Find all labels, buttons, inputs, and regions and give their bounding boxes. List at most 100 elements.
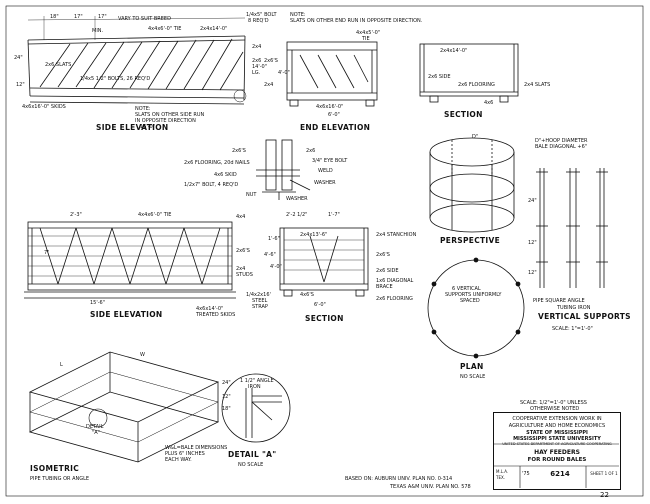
- perspective-view: [429, 137, 515, 233]
- dim-24: 24": [14, 55, 23, 61]
- scale-note: SCALE: 1/2"=1'-0" UNLESS: [520, 400, 587, 406]
- top-note-label: NOTE:: [290, 12, 306, 18]
- s2-tie: 4x4x6'-0" TIE: [138, 212, 172, 218]
- sec2-stanchion: 2x4 STANCHION: [376, 232, 417, 238]
- conn-washer-2: WASHER: [286, 196, 308, 202]
- iso-w: W: [140, 352, 145, 358]
- sec2-dim-1-7: 1'-7": [328, 212, 340, 218]
- end-2x6s: 2x6'S: [264, 58, 278, 64]
- top-rail-label: 2x4x14'-0": [200, 26, 228, 32]
- end-elevation-view: [286, 41, 378, 107]
- s2-steel: 1/4x2x16': [246, 292, 271, 298]
- conn-2x6s: 2x6'S: [232, 148, 246, 154]
- end-width: 6'-0": [328, 112, 340, 118]
- length-16: 16'-0": [140, 124, 156, 130]
- min-label: MIN.: [92, 28, 104, 34]
- section-2-title: SECTION: [305, 314, 344, 323]
- sec2-dim-2-2: 2'-2 1/2": [286, 212, 308, 218]
- end-skid: 4x6x16'-0": [316, 104, 344, 110]
- vertical-supports-view: [536, 168, 608, 288]
- s2-skids: 4x6x14'-0": [196, 306, 224, 312]
- plan-supports-note: 6 VERTICAL: [452, 286, 481, 292]
- bolt-req-count: 8 REQ'D: [248, 18, 269, 24]
- conn-bolt: 1/2x7" BOLT, 4 REQ'D: [184, 182, 239, 188]
- title-block-line-4: MISSISSIPPI STATE UNIVERSITY: [513, 436, 601, 442]
- title-block-line-7: FOR ROUND BALES: [527, 457, 587, 463]
- side-elevation-1-view: [27, 16, 247, 105]
- sec2-brace-2: BRACE: [376, 284, 393, 290]
- skids-label: 4x6x16'-0" SKIDS: [22, 104, 66, 110]
- conn-weld: WELD: [318, 168, 333, 174]
- post-length: 14'-0": [252, 64, 268, 70]
- end-2x4: 2x4: [264, 82, 274, 88]
- sec2-brace: 1x6 DIAGONAL: [376, 278, 414, 284]
- conn-eyebolt: 3/4" EYE BOLT: [312, 158, 348, 164]
- plan-supports-note-2: SUPPORTS UNIFORMLY: [445, 292, 502, 298]
- title-block-year: '75: [522, 471, 530, 477]
- title-block-plan-number: 6214: [550, 470, 570, 478]
- plan-view: [427, 257, 525, 359]
- side-elevation-2-title: SIDE ELEVATION: [90, 310, 163, 319]
- section-side: 2x6 SIDE: [428, 74, 451, 80]
- detail-a-title: DETAIL "A": [228, 450, 277, 459]
- connection-detail-view: [256, 139, 311, 200]
- title-block-line-5: UNITED STATES DEPARTMENT OF AGRICULTURE …: [502, 442, 612, 446]
- side-note-label: NOTE:: [135, 106, 151, 112]
- iso-l: L: [60, 362, 63, 368]
- tie-label: 4x4x6'-0" TIE: [148, 26, 182, 32]
- hoop-note: D"+HOOP DIAMETER: [535, 138, 588, 144]
- vertical-scale-note: SCALE: 1"=1'-0": [552, 326, 593, 332]
- title-block-mla: M.L.A.: [496, 469, 509, 474]
- side-note-text-2: IN OPPOSITE DIRECTION: [135, 118, 196, 124]
- dim-17a: 17": [74, 14, 83, 20]
- s2-length: 15'-6": [90, 300, 106, 306]
- iso-detail-label: DETAIL: [86, 424, 104, 430]
- detail-scale-note: NO SCALE: [238, 462, 264, 468]
- conn-washer: WASHER: [314, 180, 336, 186]
- bale-dimensions-note: W&L=BALE DIMENSIONS: [165, 445, 228, 451]
- bolt-req-label: 1/4x5" BOLT: [246, 12, 277, 18]
- dim-18: 18": [50, 14, 59, 20]
- sec2-height-2: 4'-0": [270, 264, 282, 270]
- detail-angle: 1 1/2" ANGLE: [240, 378, 274, 384]
- top-note-text: SLATS ON OTHER END RUN IN OPPOSITE DIREC…: [290, 18, 423, 24]
- sec2-dim-1-6: 1'-6": [268, 236, 280, 242]
- support-types: PIPE SQUARE ANGLE: [533, 298, 585, 304]
- bolts-label: 1/4x5 1/2" BOLTS, 26 REQ'D: [80, 76, 151, 82]
- title-block-sheet: SHEET 1 OF 1: [590, 471, 618, 476]
- sec2-side: 2x6 SIDE: [376, 268, 399, 274]
- slats-label: 2x6 SLATS: [45, 62, 72, 68]
- sec2-2x6s: 2x6'S: [376, 252, 390, 258]
- based-on-note: BASED ON: AUBURN UNIV. PLAN NO. 0-314: [345, 476, 453, 482]
- plan-scale-note: NO SCALE: [460, 374, 486, 380]
- support-types-2: TUBING IRON: [557, 305, 591, 311]
- side-elevation-2-view: [24, 221, 236, 299]
- vs-dim-12: 12": [528, 240, 537, 246]
- conn-skid: 4x6 SKID: [214, 172, 237, 178]
- side-elevation-1-title: SIDE ELEVATION: [96, 123, 169, 132]
- iso-12: 12": [222, 394, 231, 400]
- s2-2x6s: 2x6'S: [236, 248, 250, 254]
- section-top-rail: 2x4x14'-0": [440, 48, 468, 54]
- detail-angle-2: IRON: [248, 384, 261, 390]
- sec2-flooring: 2x6 FLOORING: [376, 296, 413, 302]
- sec2-width: 6'-0": [314, 302, 326, 308]
- dim-17b: 17": [98, 14, 107, 20]
- s2-4x4: 4x4: [236, 214, 246, 220]
- conn-flooring: 2x6 FLOORING, 20d NAILS: [184, 160, 250, 166]
- isometric-title: ISOMETRIC: [30, 464, 80, 473]
- iso-detail-label-2: "A": [92, 430, 101, 436]
- bale-dimensions-note-2: PLUS 6" INCHES: [165, 451, 205, 457]
- side-note-text-1: SLATS ON OTHER SIDE RUN: [135, 112, 205, 118]
- detail-a-view: [221, 373, 291, 443]
- conn-nut: NUT: [246, 192, 257, 198]
- end-tie-label-2: TIE: [362, 36, 370, 42]
- s2-2x4: 2x4: [236, 266, 246, 272]
- sec2-top-rail: 2x4x13'-6": [300, 232, 328, 238]
- iso-18: 18": [222, 406, 231, 412]
- s2-dim-2-3: 2'-3": [70, 212, 82, 218]
- s2-strap: STRAP: [252, 304, 268, 310]
- s2-steel-2: STEEL: [252, 298, 268, 304]
- plan-title: PLAN: [460, 362, 484, 371]
